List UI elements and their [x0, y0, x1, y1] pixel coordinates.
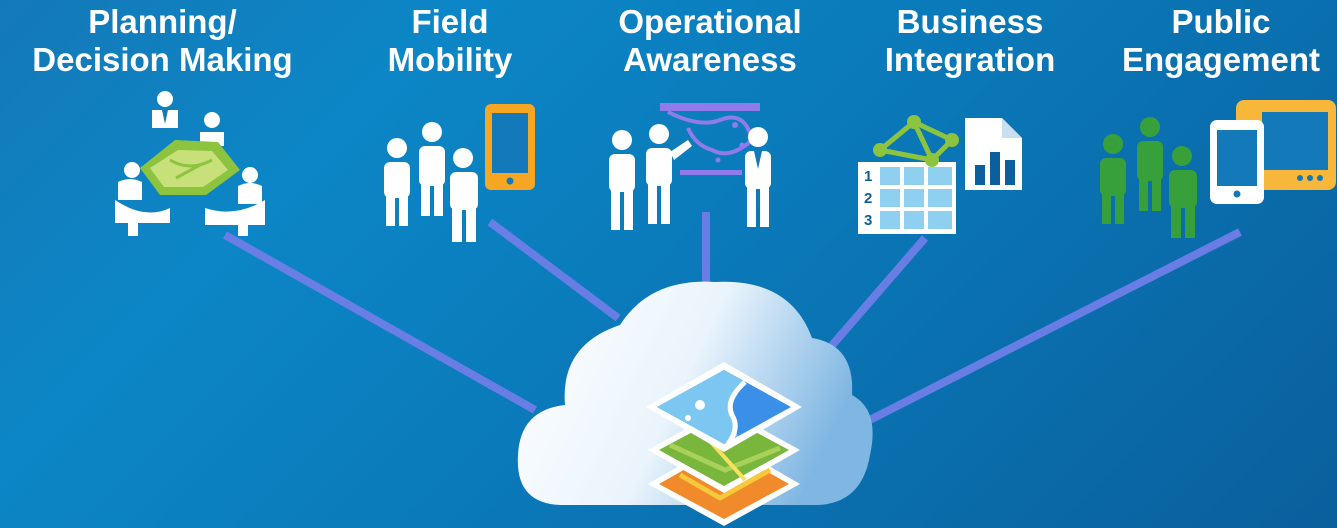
connector-planning	[223, 231, 537, 414]
label-line-1: Planning/	[88, 3, 237, 40]
label-field-mobility: Field Mobility	[360, 3, 540, 79]
meeting-table-icon	[115, 91, 265, 236]
svg-text:3: 3	[864, 212, 872, 229]
label-line-2: Decision Making	[32, 41, 293, 78]
data-integration-icon: 1 2 3	[858, 115, 1022, 234]
label-line-2: Mobility	[387, 41, 513, 78]
presentation-map-icon	[609, 103, 771, 230]
public-devices-icon	[1100, 100, 1336, 238]
label-line-1: Operational	[618, 3, 802, 40]
label-planning-decision-making: Planning/ Decision Making	[0, 3, 325, 79]
map-layers-icon	[646, 362, 802, 526]
label-line-2: Integration	[884, 41, 1056, 78]
label-operational-awareness: Operational Awareness	[590, 3, 830, 79]
svg-text:1: 1	[864, 168, 872, 185]
label-line-1: Business	[896, 3, 1044, 40]
label-line-2: Awareness	[623, 41, 797, 78]
label-line-2: Engagement	[1121, 41, 1321, 78]
connector-public	[848, 228, 1242, 434]
connector-lines	[223, 212, 1242, 434]
connector-business	[824, 235, 929, 353]
label-line-1: Public	[1171, 3, 1271, 40]
label-public-engagement: Public Engagement	[1105, 3, 1337, 79]
label-business-integration: Business Integration	[855, 3, 1085, 79]
connector-field	[487, 218, 621, 322]
svg-text:2: 2	[864, 190, 872, 207]
mobile-workers-icon	[384, 104, 535, 242]
label-line-1: Field	[411, 3, 489, 40]
